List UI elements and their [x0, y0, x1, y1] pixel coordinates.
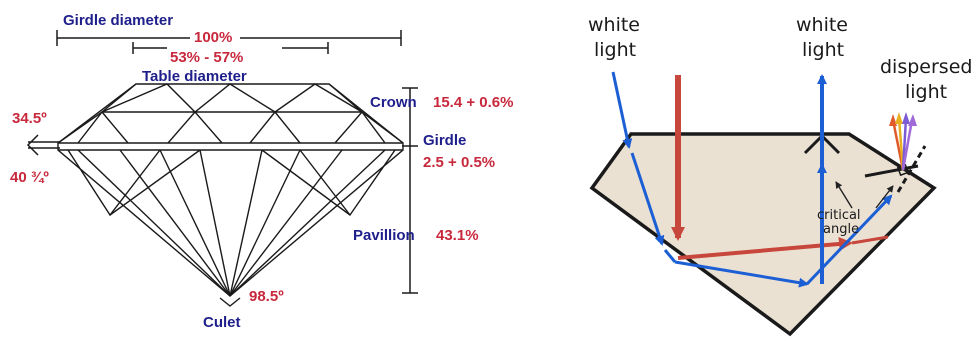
culet-angle: 98.5º [249, 288, 284, 305]
critical-angle-line1: critical [817, 208, 861, 223]
dispersed-rays [889, 112, 917, 171]
gemstone-body [589, 132, 937, 337]
critical-angle-line2: angle [823, 222, 859, 237]
girdle-value: 2.5 + 0.5% [423, 154, 495, 171]
culet-label: Culet [203, 314, 241, 331]
white-light-label-2-line2: light [802, 39, 844, 61]
light-path-diagram: white light white light dispersed light … [588, 14, 972, 337]
crown-value: 15.4 + 0.6% [433, 94, 513, 111]
white-light-label-2-line1: white [796, 14, 848, 36]
pavilion-label: Pavillion [353, 227, 415, 244]
dimension-lines [26, 30, 418, 294]
proportions-diagram: Girdle diameter 100% 53% - 57% Table dia… [10, 12, 513, 331]
exit-surface-dashed [896, 145, 927, 193]
crown-angle: 34.5º [12, 110, 47, 127]
crown-label: Crown [370, 94, 417, 111]
dispersed-label-line1: dispersed [880, 56, 972, 78]
diamond-outline [57, 83, 404, 307]
critical-angle-pointers [835, 181, 894, 209]
girdle-label: Girdle [423, 132, 466, 149]
table-diameter-percent: 53% - 57% [170, 49, 243, 66]
blue-ray [611, 71, 893, 288]
white-light-label-1-line1: white [588, 14, 640, 36]
girdle-diameter-label: Girdle diameter [63, 12, 173, 29]
pavilion-angle: 40 ¾º [10, 169, 49, 186]
dispersed-label-line2: light [905, 81, 947, 103]
white-light-label-1-line2: light [594, 39, 636, 61]
exit-normal [864, 164, 919, 178]
pavilion-value: 43.1% [436, 227, 479, 244]
girdle-diameter-percent: 100% [194, 29, 232, 46]
table-diameter-label: Table diameter [142, 68, 247, 85]
